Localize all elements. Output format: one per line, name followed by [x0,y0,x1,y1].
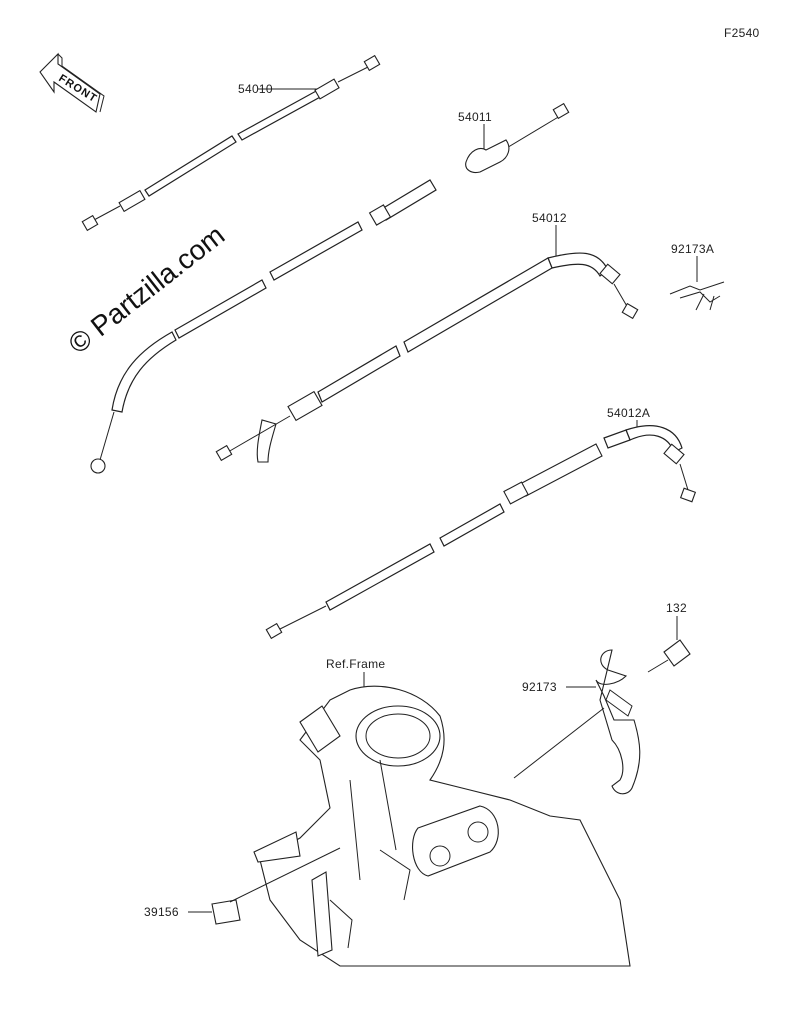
diagram-id: F2540 [724,26,760,40]
bolt-132[interactable] [647,616,691,673]
label-54010[interactable]: 54010 [238,82,273,96]
label-92173A[interactable]: 92173A [671,242,714,256]
label-39156[interactable]: 39156 [144,905,179,919]
cable-54010[interactable] [81,54,381,232]
label-132[interactable]: 132 [666,601,687,615]
leader-92173-frame [513,707,605,779]
label-54012[interactable]: 54012 [532,211,567,225]
bracket-92173[interactable] [513,649,641,795]
cable-54012A[interactable] [265,420,697,640]
label-54011[interactable]: 54011 [458,110,492,124]
label-54012A[interactable]: 54012A [607,406,650,420]
label-92173[interactable]: 92173 [522,680,557,694]
clip-92173A[interactable] [669,256,725,311]
leader-39156-frame [229,847,341,903]
front-arrow-icon: FRONT [39,52,105,113]
label-39156[interactable] [188,847,341,925]
cable-54012[interactable] [215,225,639,463]
cable-54011[interactable] [90,102,570,474]
ref-frame [253,672,631,967]
ref-frame-label: Ref.Frame [326,657,385,671]
watermark: © Partzilla.com [63,219,231,360]
